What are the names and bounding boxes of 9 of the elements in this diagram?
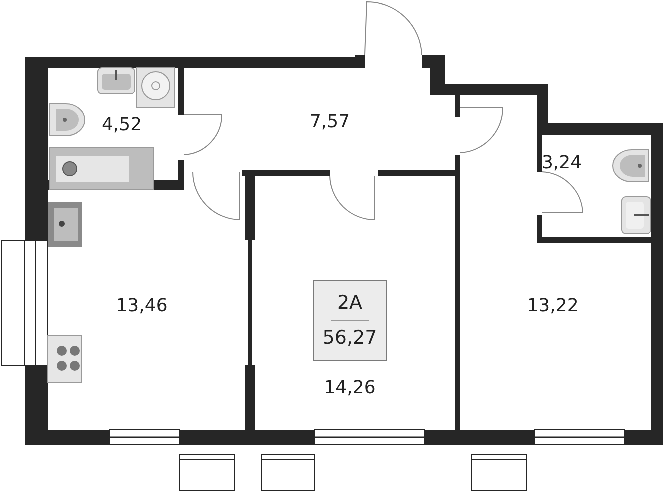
room-area-label: 14,26 (324, 378, 376, 398)
room-area-label: 7,57 (310, 112, 350, 132)
room-area-label: 13,22 (527, 296, 579, 316)
room-area-label: 13,46 (116, 296, 168, 316)
apartment-number: 2A (337, 292, 363, 314)
apartment-badge (313, 280, 387, 361)
apartment-area: 56,27 (322, 328, 378, 348)
room-area-label: 3,24 (542, 152, 582, 174)
room-area-label: 4,52 (102, 114, 142, 136)
